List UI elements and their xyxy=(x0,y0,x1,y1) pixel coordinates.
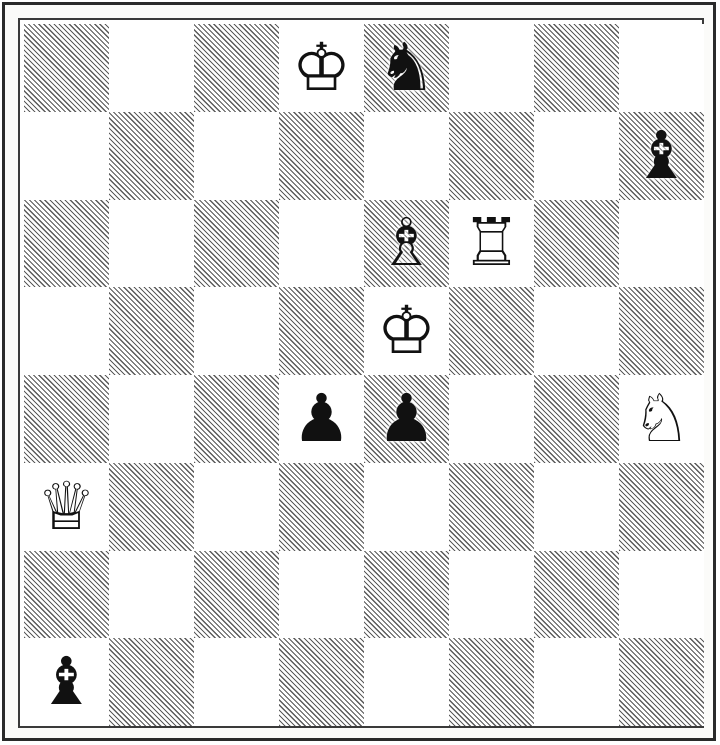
square-a4[interactable] xyxy=(24,375,109,463)
square-h3[interactable] xyxy=(619,463,704,551)
square-c8[interactable] xyxy=(194,24,279,112)
white-bishop-icon[interactable]: ♗ xyxy=(377,210,436,276)
square-b6[interactable] xyxy=(109,200,194,288)
square-e8[interactable]: ♞ xyxy=(364,24,449,112)
square-a2[interactable] xyxy=(24,551,109,639)
square-e6[interactable]: ♗ xyxy=(364,200,449,288)
square-c6[interactable] xyxy=(194,200,279,288)
white-king-icon[interactable]: ♔ xyxy=(377,298,436,364)
white-queen-icon[interactable]: ♕ xyxy=(37,474,96,540)
square-d3[interactable] xyxy=(279,463,364,551)
black-pawn-icon[interactable]: ♟ xyxy=(377,386,436,452)
square-h1[interactable] xyxy=(619,638,704,726)
square-e4[interactable]: ♟ xyxy=(364,375,449,463)
square-d4[interactable]: ♟ xyxy=(279,375,364,463)
square-c4[interactable] xyxy=(194,375,279,463)
square-a1[interactable]: ♝ xyxy=(24,638,109,726)
square-c5[interactable] xyxy=(194,287,279,375)
square-g3[interactable] xyxy=(534,463,619,551)
square-g1[interactable] xyxy=(534,638,619,726)
square-e1[interactable] xyxy=(364,638,449,726)
chess-board: ♔ ♞ ♝ ♗ ♖ ♔ ♟ ♟ ♘ ♕ ♝ xyxy=(24,24,704,726)
square-a7[interactable] xyxy=(24,112,109,200)
square-g4[interactable] xyxy=(534,375,619,463)
square-c2[interactable] xyxy=(194,551,279,639)
square-b2[interactable] xyxy=(109,551,194,639)
square-g6[interactable] xyxy=(534,200,619,288)
square-d2[interactable] xyxy=(279,551,364,639)
square-d8[interactable]: ♔ xyxy=(279,24,364,112)
square-f1[interactable] xyxy=(449,638,534,726)
square-f4[interactable] xyxy=(449,375,534,463)
square-f6[interactable]: ♖ xyxy=(449,200,534,288)
square-d7[interactable] xyxy=(279,112,364,200)
square-h7[interactable]: ♝ xyxy=(619,112,704,200)
square-e5[interactable]: ♔ xyxy=(364,287,449,375)
black-bishop-icon[interactable]: ♝ xyxy=(632,123,691,189)
square-b7[interactable] xyxy=(109,112,194,200)
white-king-icon[interactable]: ♔ xyxy=(292,35,351,101)
square-g5[interactable] xyxy=(534,287,619,375)
black-pawn-icon[interactable]: ♟ xyxy=(292,386,351,452)
square-c1[interactable] xyxy=(194,638,279,726)
square-a6[interactable] xyxy=(24,200,109,288)
square-h5[interactable] xyxy=(619,287,704,375)
white-knight-icon[interactable]: ♘ xyxy=(632,386,691,452)
square-e3[interactable] xyxy=(364,463,449,551)
square-b4[interactable] xyxy=(109,375,194,463)
square-h6[interactable] xyxy=(619,200,704,288)
square-f2[interactable] xyxy=(449,551,534,639)
square-b1[interactable] xyxy=(109,638,194,726)
square-a8[interactable] xyxy=(24,24,109,112)
square-h2[interactable] xyxy=(619,551,704,639)
square-c7[interactable] xyxy=(194,112,279,200)
square-g2[interactable] xyxy=(534,551,619,639)
square-a3[interactable]: ♕ xyxy=(24,463,109,551)
square-e7[interactable] xyxy=(364,112,449,200)
square-e2[interactable] xyxy=(364,551,449,639)
square-b5[interactable] xyxy=(109,287,194,375)
black-bishop-icon[interactable]: ♝ xyxy=(37,649,96,715)
square-g8[interactable] xyxy=(534,24,619,112)
square-c3[interactable] xyxy=(194,463,279,551)
square-a5[interactable] xyxy=(24,287,109,375)
white-rook-icon[interactable]: ♖ xyxy=(462,210,521,276)
square-d6[interactable] xyxy=(279,200,364,288)
square-d5[interactable] xyxy=(279,287,364,375)
square-f3[interactable] xyxy=(449,463,534,551)
square-d1[interactable] xyxy=(279,638,364,726)
square-f7[interactable] xyxy=(449,112,534,200)
square-h8[interactable] xyxy=(619,24,704,112)
square-b3[interactable] xyxy=(109,463,194,551)
square-b8[interactable] xyxy=(109,24,194,112)
square-h4[interactable]: ♘ xyxy=(619,375,704,463)
square-f8[interactable] xyxy=(449,24,534,112)
black-knight-icon[interactable]: ♞ xyxy=(377,35,436,101)
square-g7[interactable] xyxy=(534,112,619,200)
square-f5[interactable] xyxy=(449,287,534,375)
